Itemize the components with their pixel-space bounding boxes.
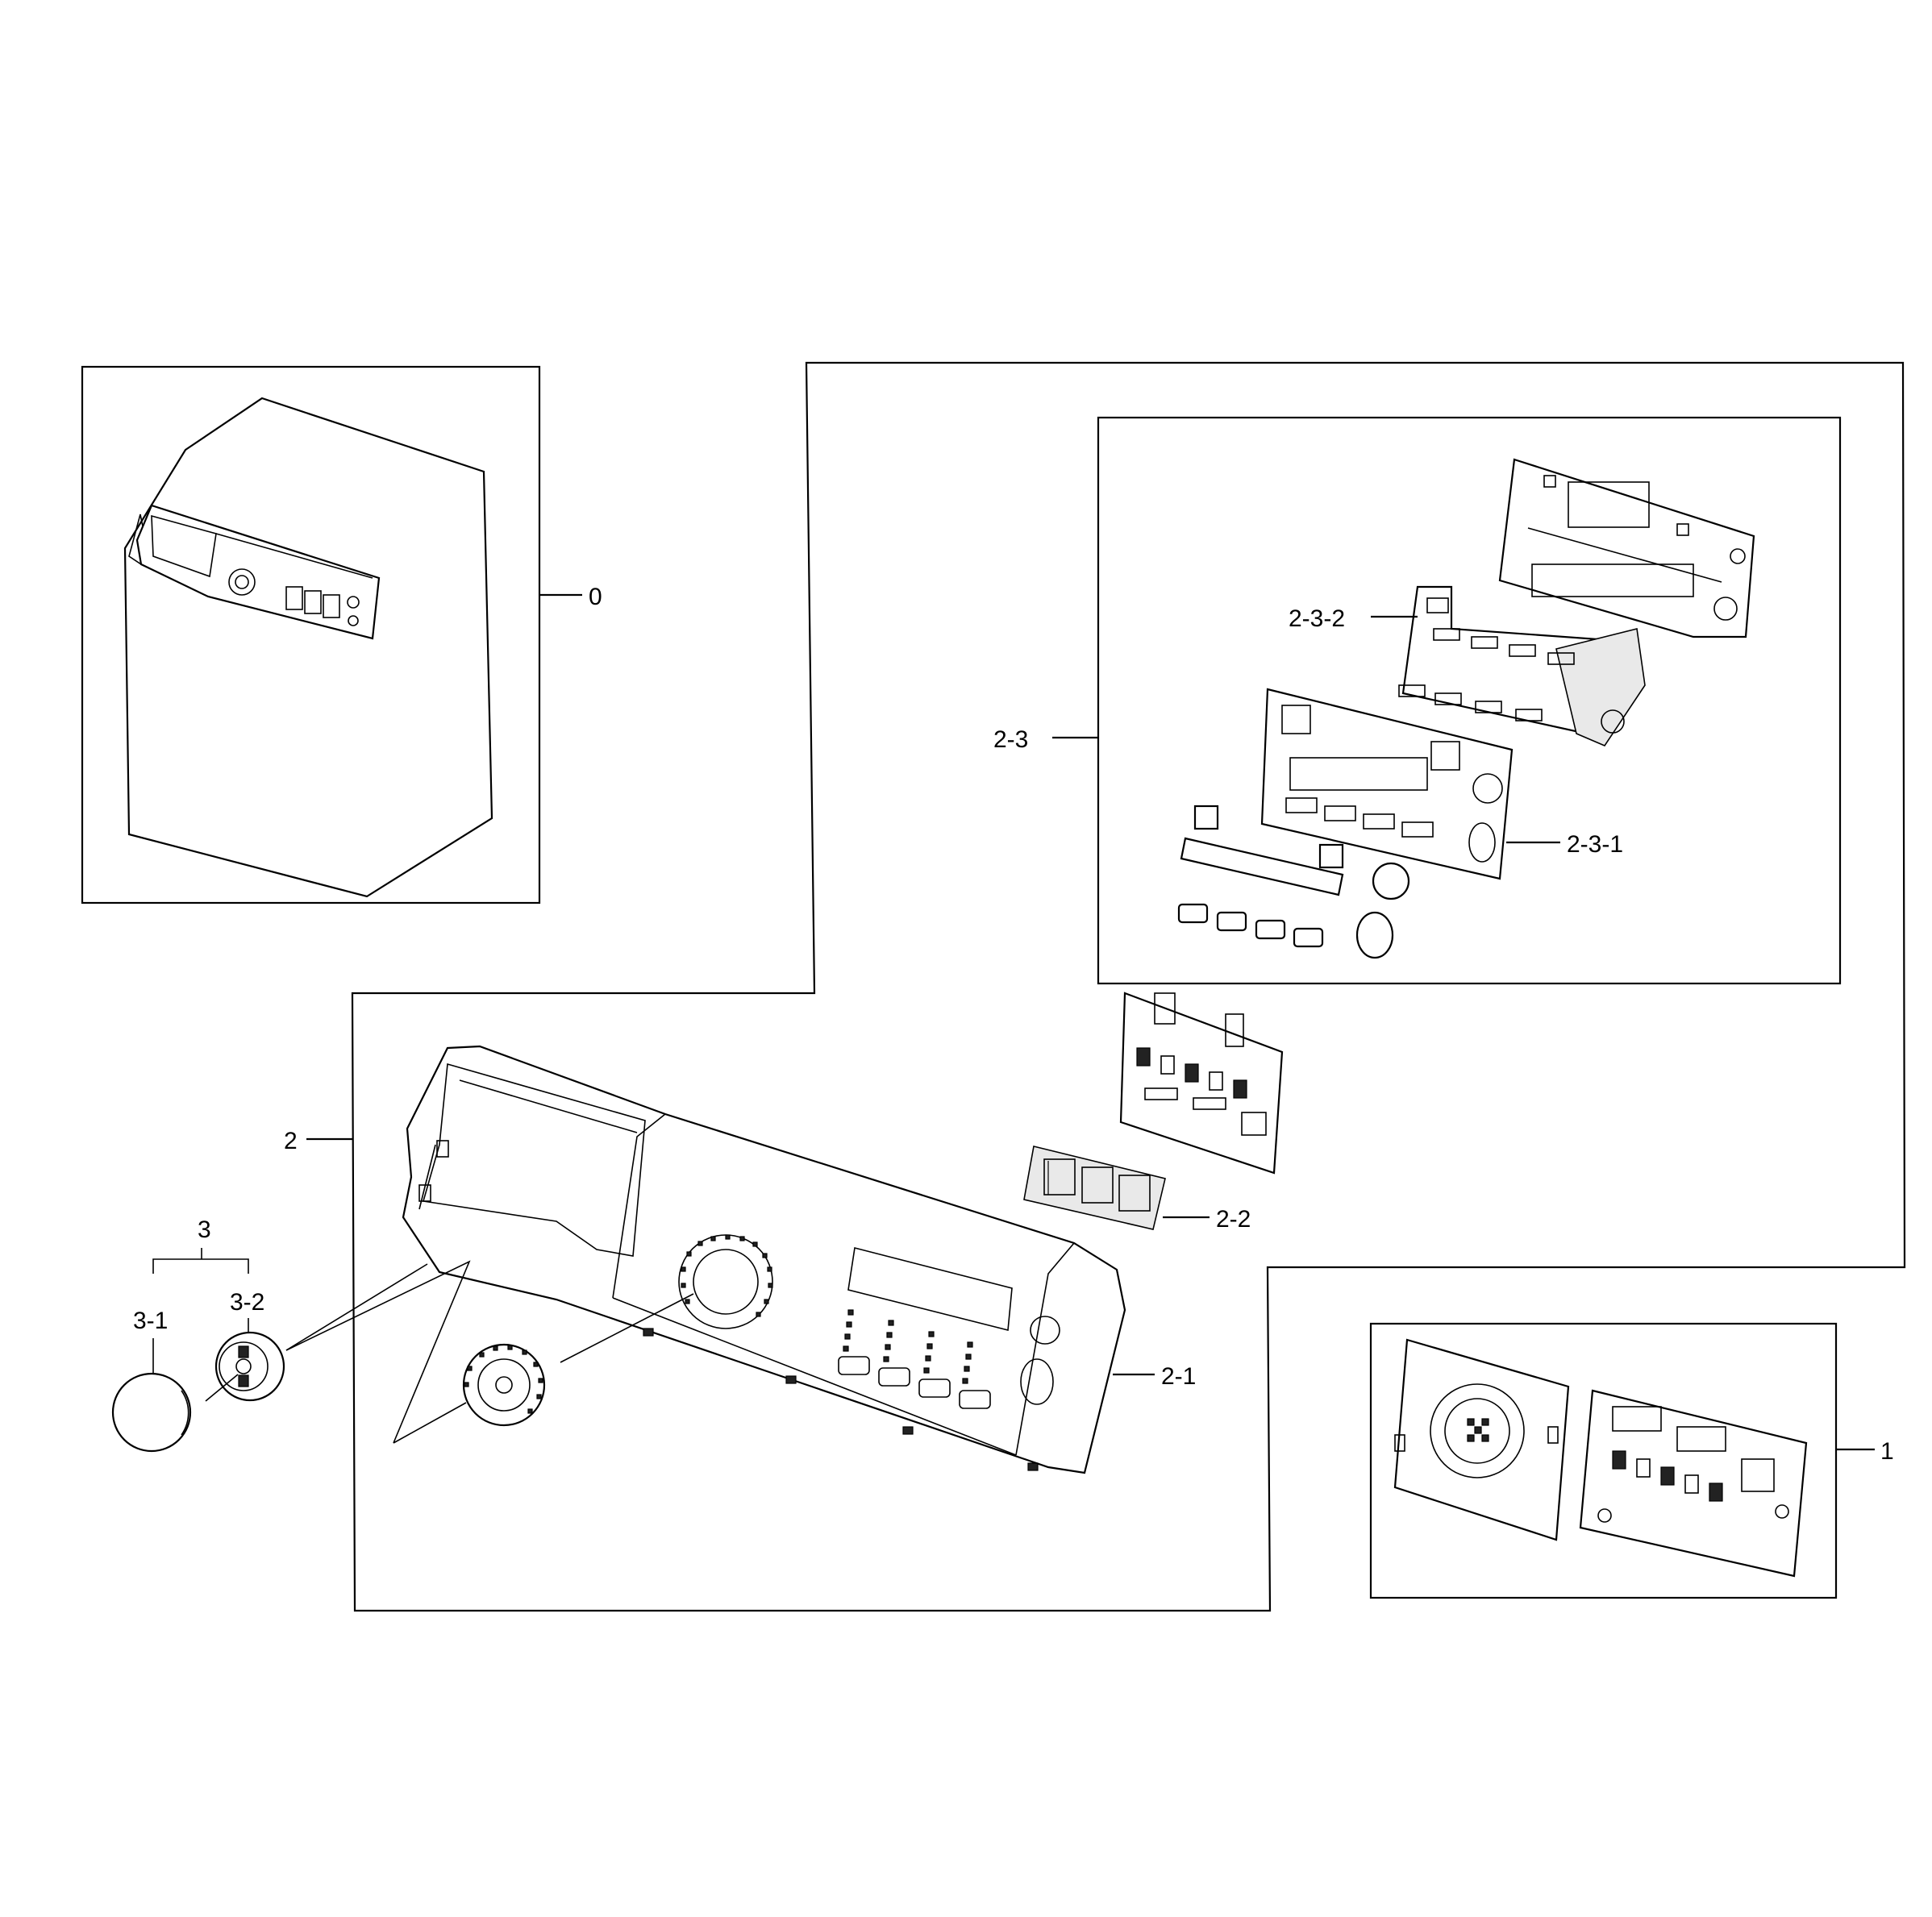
callout-label: 3-2	[230, 1289, 264, 1316]
callout-label: 3-1	[133, 1308, 168, 1334]
callout-label: 3	[198, 1216, 211, 1243]
callout-label: 1	[1880, 1438, 1894, 1465]
callout-label: 2-3	[993, 726, 1028, 753]
callout-label: 2-1	[1161, 1363, 1196, 1390]
box-2-3: 2-3 2-3-2	[993, 416, 1842, 985]
key-sheet-drawing	[1398, 585, 1646, 746]
knob-insert-drawing	[214, 1331, 285, 1402]
loose-buttons-drawing	[1177, 805, 1410, 959]
callout-label: 2	[284, 1128, 298, 1154]
knob-cap-drawing	[111, 1372, 192, 1453]
callout-label: 2-3-2	[1289, 605, 1345, 632]
callout-label: 2-2	[1216, 1206, 1251, 1233]
rear-frame-drawing	[1498, 458, 1755, 638]
callout-label: 2-3-1	[1567, 831, 1623, 858]
knob-group-3: 3 3-1 3-2	[111, 1216, 428, 1453]
knob-drawing	[462, 1343, 546, 1427]
callout-label: 0	[589, 584, 602, 610]
box-2: 2	[284, 361, 1906, 1612]
button-strip-drawing	[1023, 1146, 1166, 1230]
main-pcb-drawing	[1393, 1338, 1808, 1578]
pcb-board-drawing	[1119, 992, 1284, 1175]
control-panel-drawing	[402, 1045, 1126, 1474]
dryer-cabinet-drawing	[123, 397, 493, 898]
front-frame-drawing	[1260, 688, 1514, 880]
box-0: 0	[81, 365, 602, 904]
box-1: 1	[1369, 1322, 1894, 1599]
